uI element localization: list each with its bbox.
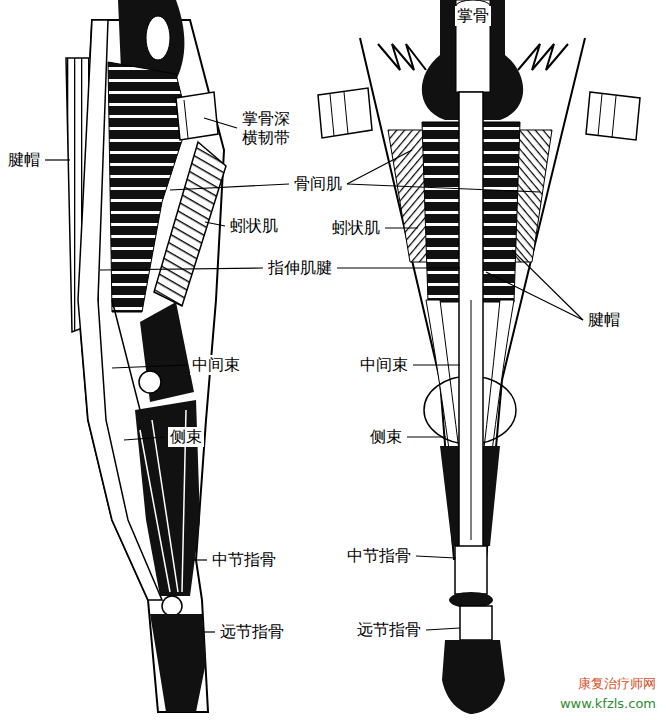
watermark: 康复治疗师网 xyxy=(576,676,658,692)
leader-line xyxy=(486,272,583,320)
part-label: 骨间肌 xyxy=(292,174,344,193)
finger-dorsal-view-part xyxy=(456,0,490,92)
part-label: 中节指骨 xyxy=(210,550,278,569)
leader-line xyxy=(426,628,460,630)
finger-lateral-view-part xyxy=(162,596,182,616)
part-label: 侧束 xyxy=(368,427,404,446)
finger-dorsal-view-part xyxy=(471,300,472,540)
part-label: 侧束 xyxy=(168,427,204,446)
leader-line xyxy=(205,222,225,226)
watermark: www.kfzls.com xyxy=(558,696,658,712)
finger-dorsal-view-part xyxy=(586,92,640,140)
part-label: 中间束 xyxy=(190,355,242,374)
part-label: 掌骨深 横韧带 xyxy=(240,109,297,147)
finger-lateral-view-part xyxy=(146,16,170,60)
part-label: 远节指骨 xyxy=(355,620,423,639)
leader-line xyxy=(385,227,418,228)
leader-line xyxy=(512,250,583,320)
leader-line xyxy=(192,559,207,560)
part-label: 中间束 xyxy=(358,355,410,374)
part-label: 蚓状肌 xyxy=(330,218,382,237)
leader-line xyxy=(100,268,263,270)
finger-lateral-view-part xyxy=(176,92,218,140)
leader-line xyxy=(204,118,237,128)
leader-line xyxy=(347,150,412,184)
finger-dorsal-view-part xyxy=(460,606,492,640)
finger-dorsal-view-part xyxy=(459,92,483,547)
finger-lateral-view-part xyxy=(150,614,206,712)
part-label: 指伸肌腱 xyxy=(266,258,334,277)
finger-dorsal-view-part xyxy=(330,92,348,136)
finger-dorsal-view-part xyxy=(360,38,585,560)
finger-lateral-view-part xyxy=(184,100,188,138)
finger-dorsal-view-part xyxy=(442,640,505,714)
finger-dorsal-view xyxy=(318,0,640,714)
finger-lateral-view-part xyxy=(139,371,161,393)
finger-dorsal-view-part xyxy=(455,546,487,594)
leader-line xyxy=(416,556,456,558)
leader-line xyxy=(337,267,460,268)
finger-dorsal-view-part xyxy=(598,94,616,138)
leader-line xyxy=(347,184,540,192)
finger-dorsal-view-part xyxy=(318,88,372,138)
part-label: 中节指骨 xyxy=(345,546,413,565)
leader-line xyxy=(413,364,460,365)
part-label: 掌骨 xyxy=(455,6,491,25)
leader-line xyxy=(204,631,215,632)
leader-line xyxy=(170,184,289,190)
leader-line xyxy=(407,436,446,437)
leader-line xyxy=(45,159,70,160)
finger-lateral-view-part xyxy=(154,142,226,306)
part-label: 腱帽 xyxy=(6,150,42,169)
leader-line xyxy=(112,365,187,368)
finger-dorsal-view-part xyxy=(518,44,568,70)
part-label: 远节指骨 xyxy=(218,622,286,641)
finger-lateral-view-part xyxy=(140,302,194,402)
leader-line xyxy=(124,437,165,440)
finger-dorsal-view-part xyxy=(378,44,426,70)
part-label: 蚓状肌 xyxy=(228,216,280,235)
part-label: 腱帽 xyxy=(586,310,622,329)
